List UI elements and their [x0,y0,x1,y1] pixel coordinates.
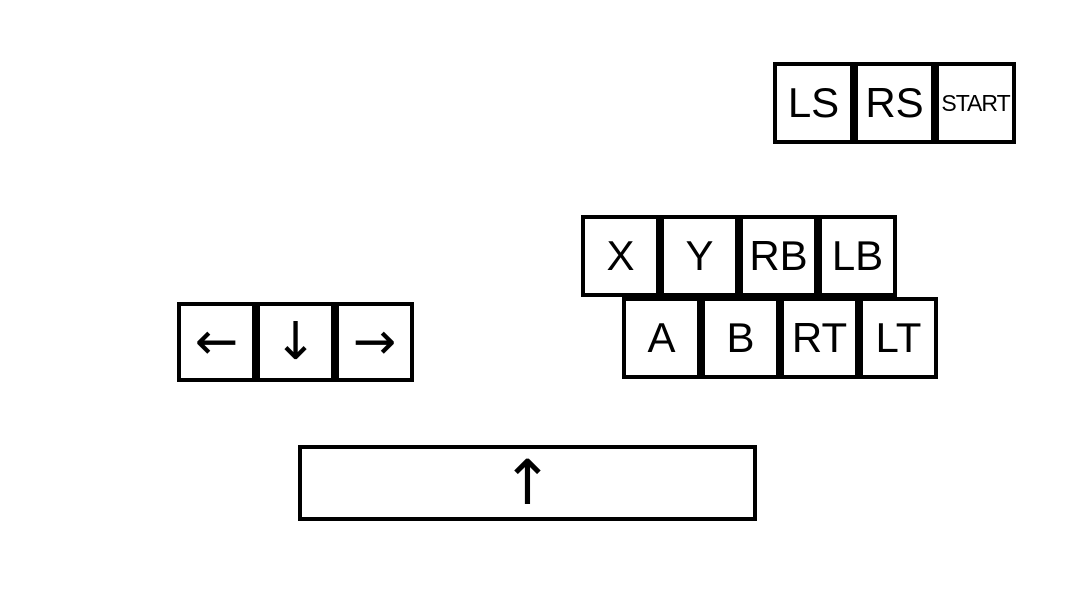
down-arrow-icon: ↓ [273,312,318,372]
dpad-right-key[interactable]: → [335,302,414,382]
up-arrow-icon: ↑ [501,446,554,519]
right-arrow-icon: → [352,312,397,372]
left-arrow-icon: ← [194,312,239,372]
face-buttons-top-row: X Y RB LB [581,215,897,297]
dpad-left-key[interactable]: ← [177,302,256,382]
system-buttons-cluster: LS RS START [773,62,1016,144]
lb-key[interactable]: LB [818,215,897,297]
b-key[interactable]: B [701,297,780,379]
start-key[interactable]: START [935,62,1016,144]
lt-key[interactable]: LT [859,297,938,379]
rb-key[interactable]: RB [739,215,818,297]
dpad-down-key[interactable]: ↓ [256,302,335,382]
y-key[interactable]: Y [660,215,739,297]
ls-key[interactable]: LS [773,62,854,144]
a-key[interactable]: A [622,297,701,379]
rs-key[interactable]: RS [854,62,935,144]
dpad-arrow-keys-cluster: ← ↓ → [177,302,414,382]
spacebar-up-key[interactable]: ↑ [298,445,757,521]
x-key[interactable]: X [581,215,660,297]
rt-key[interactable]: RT [780,297,859,379]
face-buttons-bottom-row: A B RT LT [622,297,938,379]
